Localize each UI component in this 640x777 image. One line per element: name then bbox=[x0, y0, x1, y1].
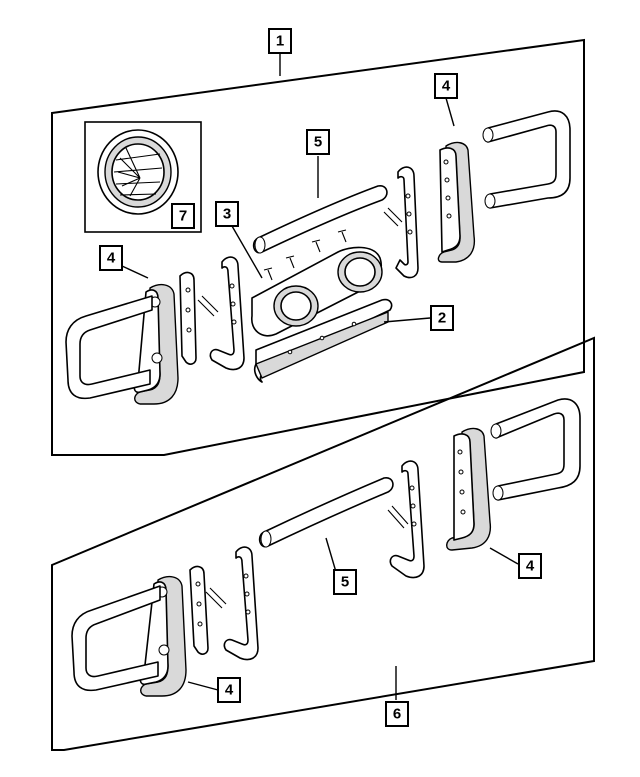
upper-right-bracket bbox=[383, 166, 419, 279]
leader-4-lower-right bbox=[489, 547, 519, 565]
svg-text:2: 2 bbox=[438, 310, 446, 327]
callout-2: 2 bbox=[430, 305, 454, 331]
leader-4-upper-left bbox=[121, 265, 149, 279]
lower-assembly-panel bbox=[51, 336, 595, 751]
callout-4-lower-left: 4 bbox=[217, 677, 241, 703]
lower-cross-tube bbox=[258, 477, 394, 548]
svg-text:4: 4 bbox=[442, 78, 451, 95]
lower-left-hoop bbox=[71, 585, 161, 692]
upper-left-end-cap bbox=[133, 283, 179, 405]
upper-left-hoop bbox=[65, 295, 153, 400]
skid-plate bbox=[253, 298, 393, 383]
screws bbox=[263, 229, 347, 281]
lower-left-end-plate bbox=[189, 565, 209, 655]
lamp-detail-inset bbox=[84, 121, 202, 233]
leader-4-upper-right bbox=[445, 97, 455, 127]
callout-3: 3 bbox=[215, 201, 239, 227]
upper-left-end-plate bbox=[179, 271, 197, 365]
lower-right-bracket bbox=[387, 460, 425, 579]
svg-text:4: 4 bbox=[107, 250, 116, 267]
lower-left-bracket bbox=[205, 546, 259, 661]
callout-1: 1 bbox=[268, 28, 292, 54]
upper-right-hoop bbox=[482, 110, 571, 209]
upper-assembly-panel bbox=[51, 38, 585, 456]
callout-5-lower: 5 bbox=[333, 569, 357, 595]
upper-right-end-cap bbox=[437, 141, 476, 263]
callout-4-lower-right: 4 bbox=[518, 553, 542, 579]
svg-text:6: 6 bbox=[393, 706, 401, 723]
callout-4-upper-right: 4 bbox=[434, 73, 458, 99]
callout-4-upper-left: 4 bbox=[99, 245, 123, 271]
svg-text:5: 5 bbox=[341, 574, 349, 591]
leader-3 bbox=[231, 225, 263, 279]
lower-left-end-cap bbox=[139, 575, 187, 697]
leader-4-lower-left bbox=[187, 681, 219, 691]
svg-text:4: 4 bbox=[526, 558, 535, 575]
upper-left-bracket bbox=[197, 256, 245, 371]
leader-2 bbox=[383, 317, 431, 323]
lamp-housing bbox=[251, 246, 383, 337]
lower-right-end-cap bbox=[446, 427, 492, 551]
svg-text:5: 5 bbox=[314, 134, 322, 151]
svg-text:7: 7 bbox=[179, 208, 187, 225]
lower-right-hoop bbox=[490, 398, 581, 501]
callout-6: 6 bbox=[385, 701, 409, 727]
callout-5-upper: 5 bbox=[306, 129, 330, 155]
svg-text:4: 4 bbox=[225, 682, 234, 699]
svg-text:3: 3 bbox=[223, 206, 231, 223]
svg-text:1: 1 bbox=[276, 33, 284, 50]
upper-cross-tube bbox=[252, 185, 388, 254]
callout-7: 7 bbox=[171, 203, 195, 229]
leader-5-lower bbox=[325, 537, 337, 573]
